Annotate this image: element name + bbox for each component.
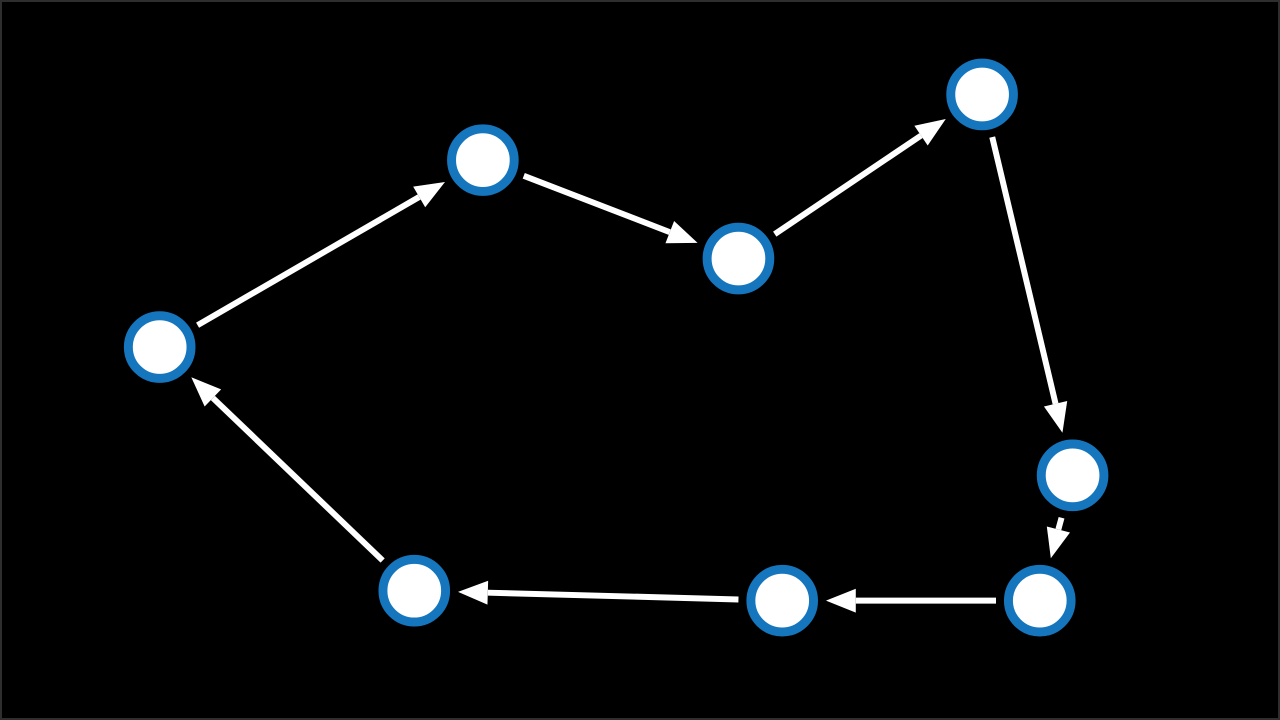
arrowhead-icon: [413, 181, 445, 208]
arrowhead-icon: [458, 580, 489, 605]
graph-node: [702, 222, 775, 295]
edge-shaft: [196, 194, 421, 328]
graph-edge: [522, 173, 698, 244]
edge-shaft: [522, 173, 671, 235]
graph-node: [447, 124, 519, 196]
graph-node: [378, 554, 451, 627]
edge-shaft: [1055, 516, 1065, 531]
arrowhead-icon: [191, 377, 222, 407]
graph-edge: [989, 136, 1068, 433]
graph-edge: [825, 588, 997, 613]
edge-shaft: [773, 133, 923, 237]
graph-node: [1003, 564, 1076, 637]
graph-edge: [1046, 516, 1070, 559]
edge-shaft: [487, 589, 739, 603]
node-layer: [123, 58, 1109, 637]
graph-node: [123, 311, 196, 383]
edge-layer: [191, 118, 1070, 613]
graph-edge: [458, 580, 739, 605]
graph-node: [746, 564, 819, 637]
graph-edge: [191, 377, 385, 563]
graph-node: [946, 58, 1018, 131]
arrowhead-icon: [1046, 526, 1070, 559]
edge-shaft: [989, 136, 1059, 405]
arrowhead-icon: [825, 588, 856, 613]
arrowhead-icon: [665, 220, 698, 244]
graph-edge: [773, 118, 946, 237]
arrowhead-icon: [914, 118, 946, 146]
graph-edge: [196, 181, 445, 328]
arrowhead-icon: [1043, 400, 1068, 433]
edge-shaft: [210, 395, 385, 563]
graph-node: [1036, 439, 1109, 512]
